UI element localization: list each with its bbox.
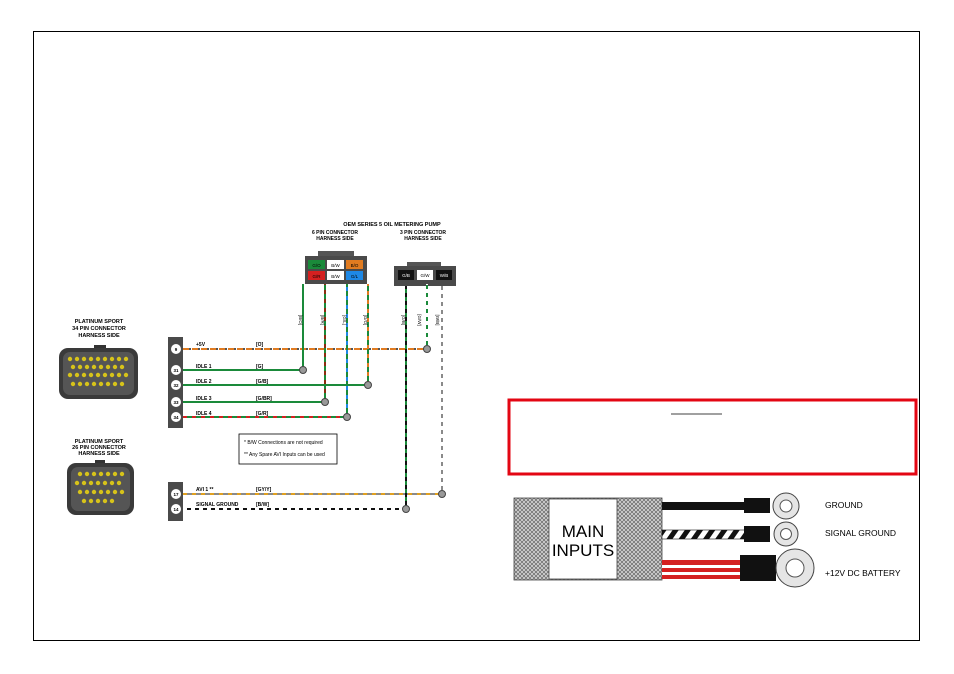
six-pin-label-bw-bottom: B/W	[331, 274, 340, 279]
six-pin-label-2: HARNESS SIDE	[316, 236, 354, 242]
drop-label-bo: [B/O]	[298, 315, 303, 325]
three-pin-connector	[394, 262, 456, 286]
drop-label-gb: [G/B]	[401, 315, 406, 325]
pin-31-number: 31	[173, 368, 179, 373]
terminal-strip-34	[168, 337, 183, 428]
drop-label-br: [B/R]	[320, 315, 325, 325]
drop-label-gl: [G/L]	[342, 315, 347, 325]
pin-31-color: [G]	[256, 364, 264, 370]
pin-34-color: [G/R]	[256, 411, 269, 417]
pin-9-number: 9	[175, 347, 178, 352]
pin-32-number: 32	[173, 383, 179, 388]
six-pin-label-1: 6 PIN CONNECTOR	[312, 230, 358, 236]
notes-box	[238, 433, 338, 465]
six-pin-label-gr: G/R	[312, 274, 321, 279]
six-pin-label-bo: B/O	[351, 263, 359, 268]
pin-32-name: IDLE 2	[196, 379, 212, 385]
p26-label-2: 26 PIN CONNECTOR	[72, 445, 126, 451]
note-bw: * B/W Connections are not required	[244, 440, 323, 446]
battery-label: +12V DC BATTERY	[825, 568, 901, 578]
pin-17-number: 17	[173, 492, 179, 497]
six-pin-label-go: G/O	[312, 263, 321, 268]
terminal-strip-26	[168, 482, 183, 521]
connector-34-pin	[59, 345, 138, 399]
pump-title: OEM SERIES 5 OIL METERING PUMP	[343, 222, 441, 228]
drop-label-go: [G/O]	[363, 315, 368, 326]
three-pin-label-gw: G/W	[421, 273, 431, 278]
pin-33-name: IDLE 3	[196, 396, 212, 402]
connector-26-pin	[67, 460, 134, 515]
main-inputs-label-2: INPUTS	[552, 541, 614, 560]
p34-label-2: 34 PIN CONNECTOR	[72, 326, 126, 332]
pin-14-number: 14	[173, 507, 179, 512]
pin-33-number: 33	[173, 400, 179, 405]
pin-32-color: [G/B]	[256, 379, 269, 385]
main-inputs-label-1: MAIN	[562, 522, 605, 541]
note-avi: ** Any Spare AVI Inputs can be used	[244, 452, 325, 458]
ground-label: GROUND	[825, 500, 863, 510]
pin-17-name: AVI 1 **	[196, 487, 213, 493]
pin-34-number: 34	[173, 415, 179, 420]
p34-label-1: PLATINUM SPORT	[75, 319, 124, 325]
page-frame	[33, 31, 920, 641]
pin-14-color: [B/W]	[256, 502, 269, 508]
p26-label-1: PLATINUM SPORT	[75, 439, 124, 445]
p34-label-3: HARNESS SIDE	[78, 333, 120, 339]
pin-14-name: SIGNAL GROUND	[196, 502, 239, 508]
three-pin-label-gb: G/B	[402, 273, 410, 278]
pin-17-color: [GY/Y]	[256, 487, 272, 493]
six-pin-label-gl: G/L	[351, 274, 359, 279]
pin-31-name: IDLE 1	[196, 364, 212, 370]
wire-junctions	[299, 345, 446, 513]
three-pin-label-2: HARNESS SIDE	[404, 236, 442, 242]
three-pin-label-1: 3 PIN CONNECTOR	[400, 230, 446, 236]
pin-33-color: [G/BR]	[256, 396, 272, 402]
main-inputs-harness	[513, 492, 815, 588]
pin-9-color: [O]	[256, 342, 264, 348]
drop-label-gw: [G/W]	[417, 314, 422, 326]
warning-box	[507, 398, 918, 476]
six-pin-label-bw-top: B/W	[331, 263, 340, 268]
drop-label-wb: [W/B]	[435, 315, 440, 326]
signal-ground-label: SIGNAL GROUND	[825, 528, 896, 538]
pin-34-name: IDLE 4	[196, 411, 212, 417]
six-pin-connector	[305, 251, 367, 284]
pin-9-name: +5V	[196, 342, 206, 348]
p26-label-3: HARNESS SIDE	[78, 451, 120, 457]
three-pin-label-wb: W/B	[440, 273, 449, 278]
